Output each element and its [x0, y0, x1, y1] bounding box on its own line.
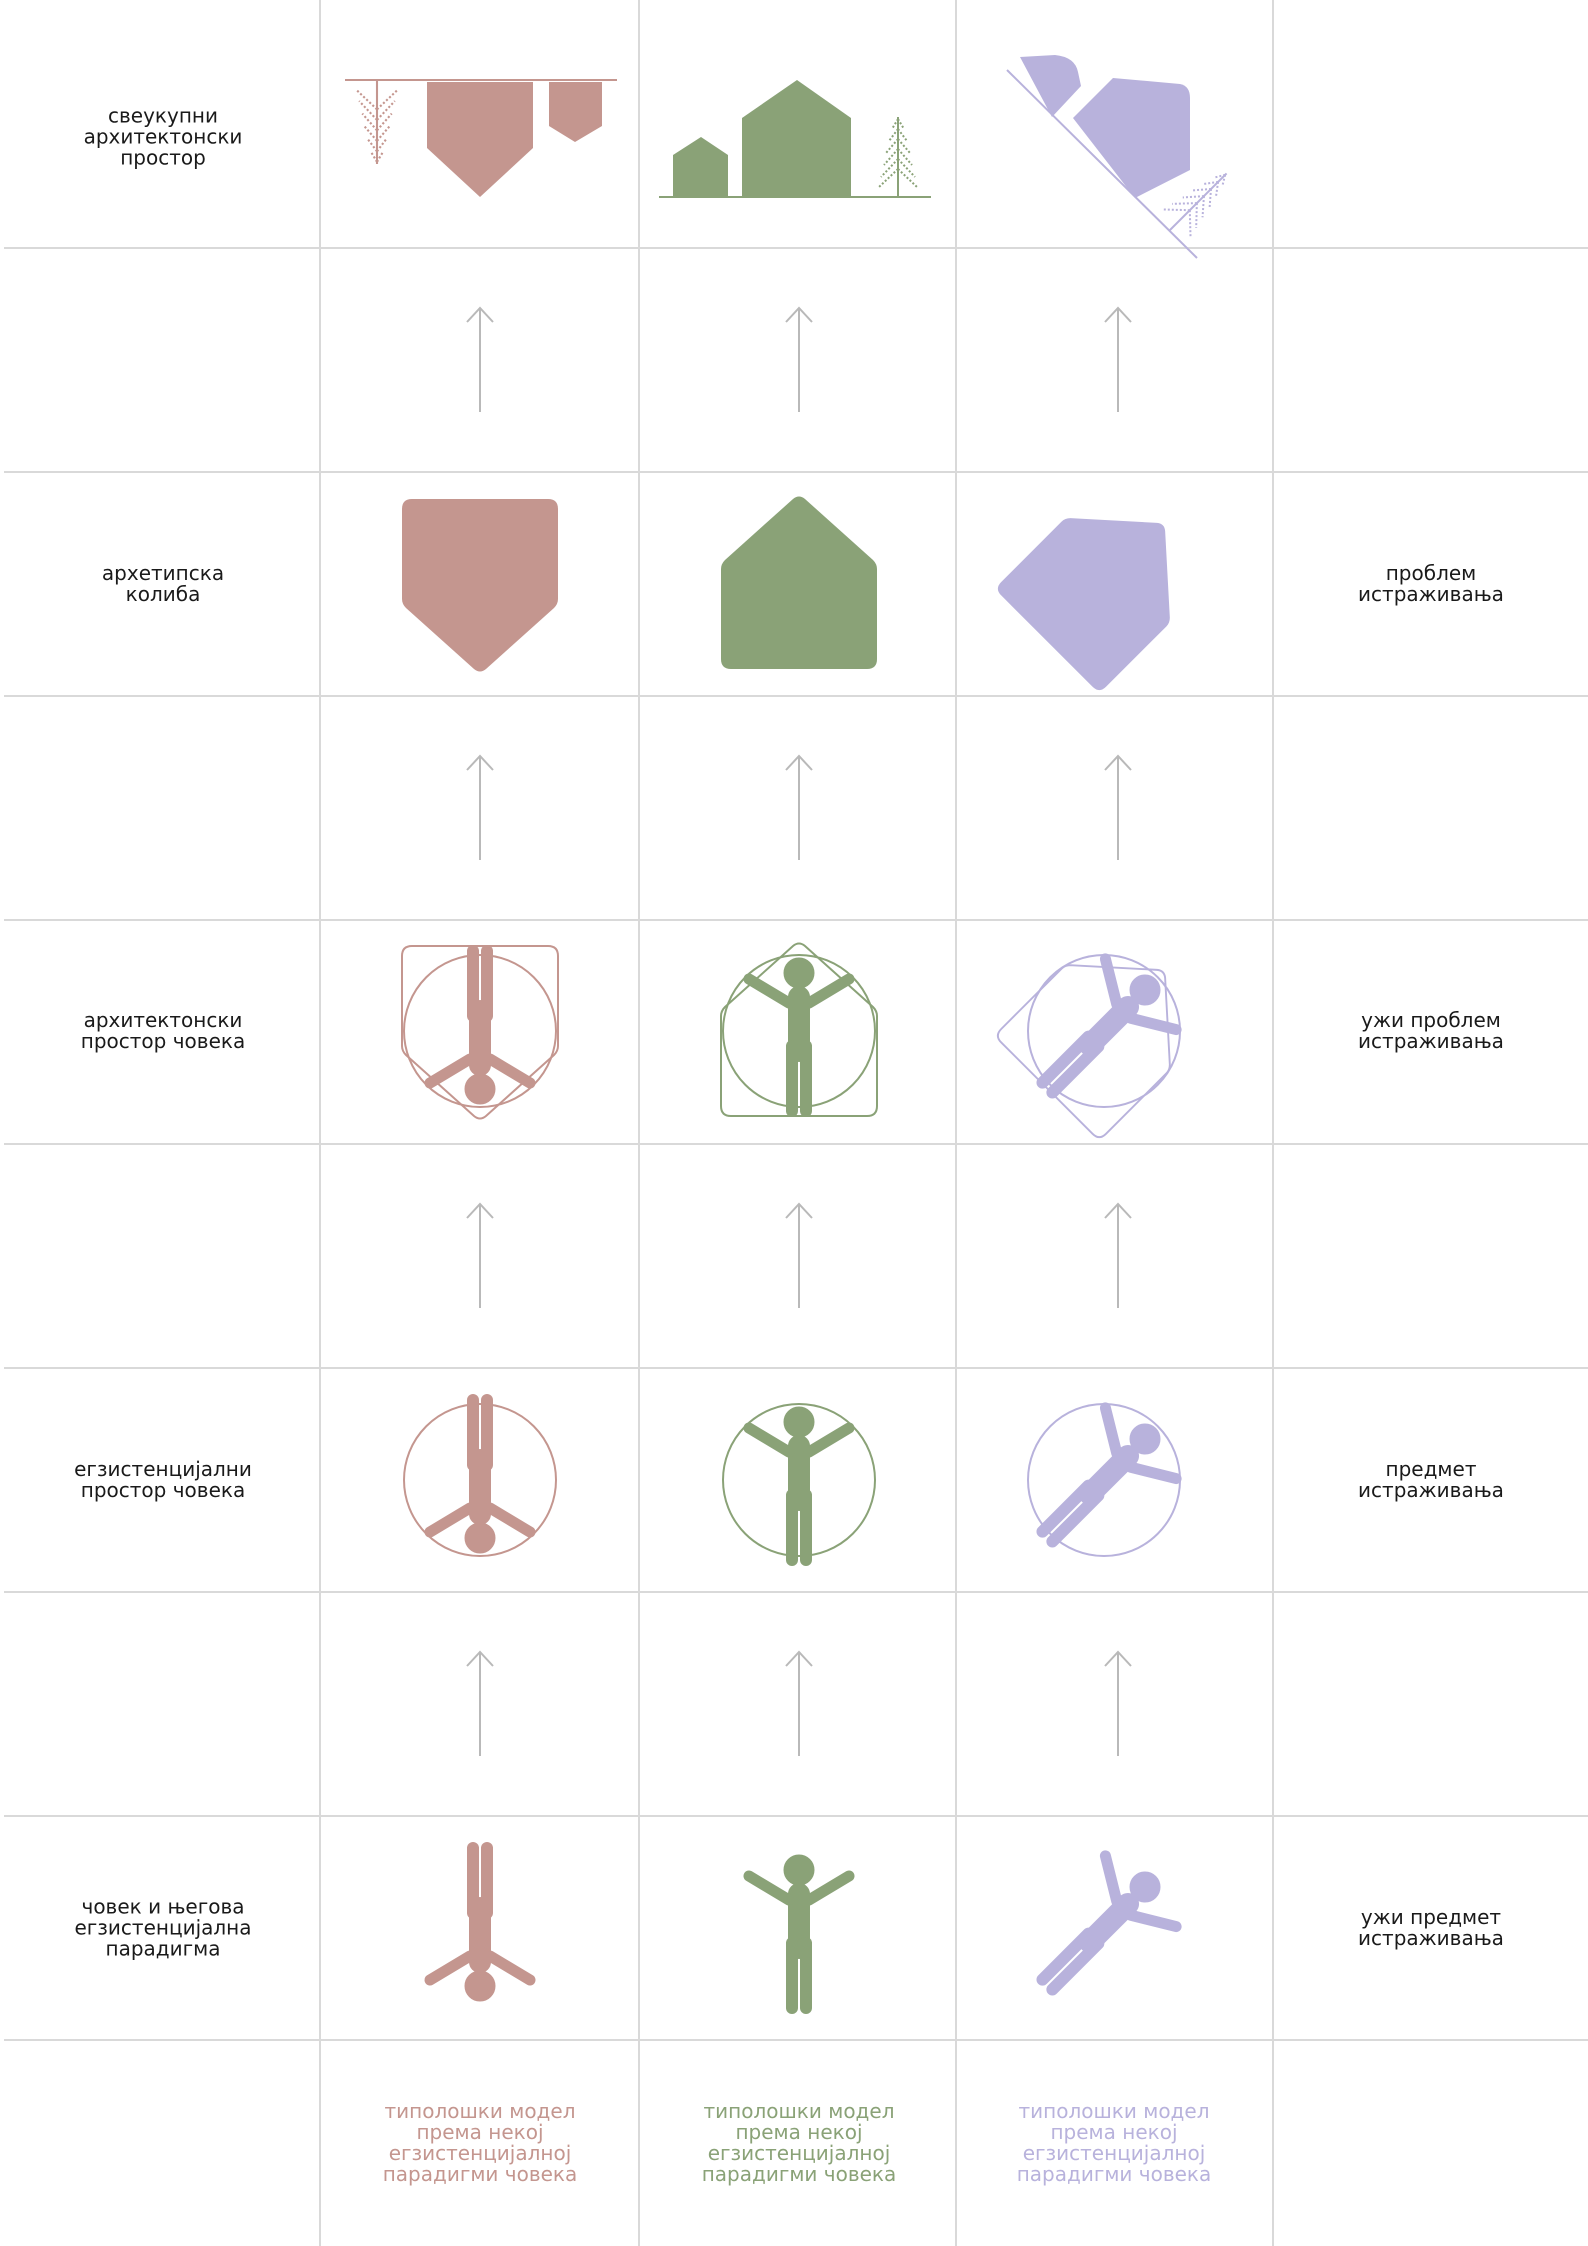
right-label-narrower-problem: ужи проблем истраживања — [1281, 1010, 1581, 1052]
up-arrow-icon — [467, 308, 493, 412]
hut-icon — [721, 497, 877, 670]
human-figure-icon — [749, 1855, 849, 2008]
up-arrow-icon — [1105, 756, 1131, 860]
human-figure-icon — [1012, 1841, 1191, 2020]
up-arrow-icon — [467, 1652, 493, 1756]
up-arrow-icon — [1105, 308, 1131, 412]
right-label-research-subject: предмет истраживања — [1281, 1459, 1581, 1501]
up-arrow-icon — [467, 756, 493, 860]
hut-icon — [427, 82, 533, 197]
human-figure-icon — [430, 1848, 530, 2001]
hut-icon — [1073, 78, 1190, 198]
green-architectural-space-figure — [721, 944, 877, 1117]
column-caption-rose: типолошки модел према некој егзистенција… — [330, 2101, 630, 2185]
green-existential-space-figure — [723, 1404, 875, 1560]
column-caption-lilac: типолошки модел према некој егзистенција… — [964, 2101, 1264, 2185]
rose-landscape-scene — [345, 80, 617, 197]
lilac-landscape-scene — [1007, 55, 1240, 258]
row-label-man-paradigm: човек и његова егзистенцијална парадигма — [13, 1897, 313, 1960]
hut-icon — [742, 80, 851, 197]
hut-icon — [995, 473, 1216, 694]
up-arrow-icon — [786, 308, 812, 412]
row-label-overall-architectural-space: свеукупни архитектонски простор — [13, 106, 313, 169]
column-caption-green: типолошки модел према некој егзистенција… — [649, 2101, 949, 2185]
row-label-architectural-space: архитектонски простор човека — [13, 1010, 313, 1052]
up-arrow-icon — [786, 1652, 812, 1756]
up-arrow-icon — [467, 1204, 493, 1308]
row-label-archetypal-hut: архетипска колиба — [13, 563, 313, 605]
hut-icon — [1020, 55, 1081, 117]
hut-icon — [549, 82, 602, 142]
tree-icon — [357, 80, 397, 164]
rose-architectural-space-figure — [402, 946, 558, 1119]
right-label-research-problem: проблем истраживања — [1281, 563, 1581, 605]
lilac-existential-space-figure — [1012, 1393, 1191, 1572]
tree-icon — [879, 117, 917, 197]
rose-existential-space-figure — [404, 1400, 556, 1556]
right-label-narrower-subject: ужи предмет истраживања — [1281, 1907, 1581, 1949]
up-arrow-icon — [786, 1204, 812, 1308]
up-arrow-icon — [1105, 1204, 1131, 1308]
up-arrow-icon — [1105, 1652, 1131, 1756]
green-landscape-scene — [659, 80, 931, 197]
hut-icon — [402, 499, 558, 672]
up-arrow-icon — [786, 756, 812, 860]
row-label-existential-space: егзистенцијални простор човека — [13, 1459, 313, 1501]
lilac-architectural-space-figure — [995, 920, 1216, 1141]
hut-icon — [673, 137, 728, 197]
